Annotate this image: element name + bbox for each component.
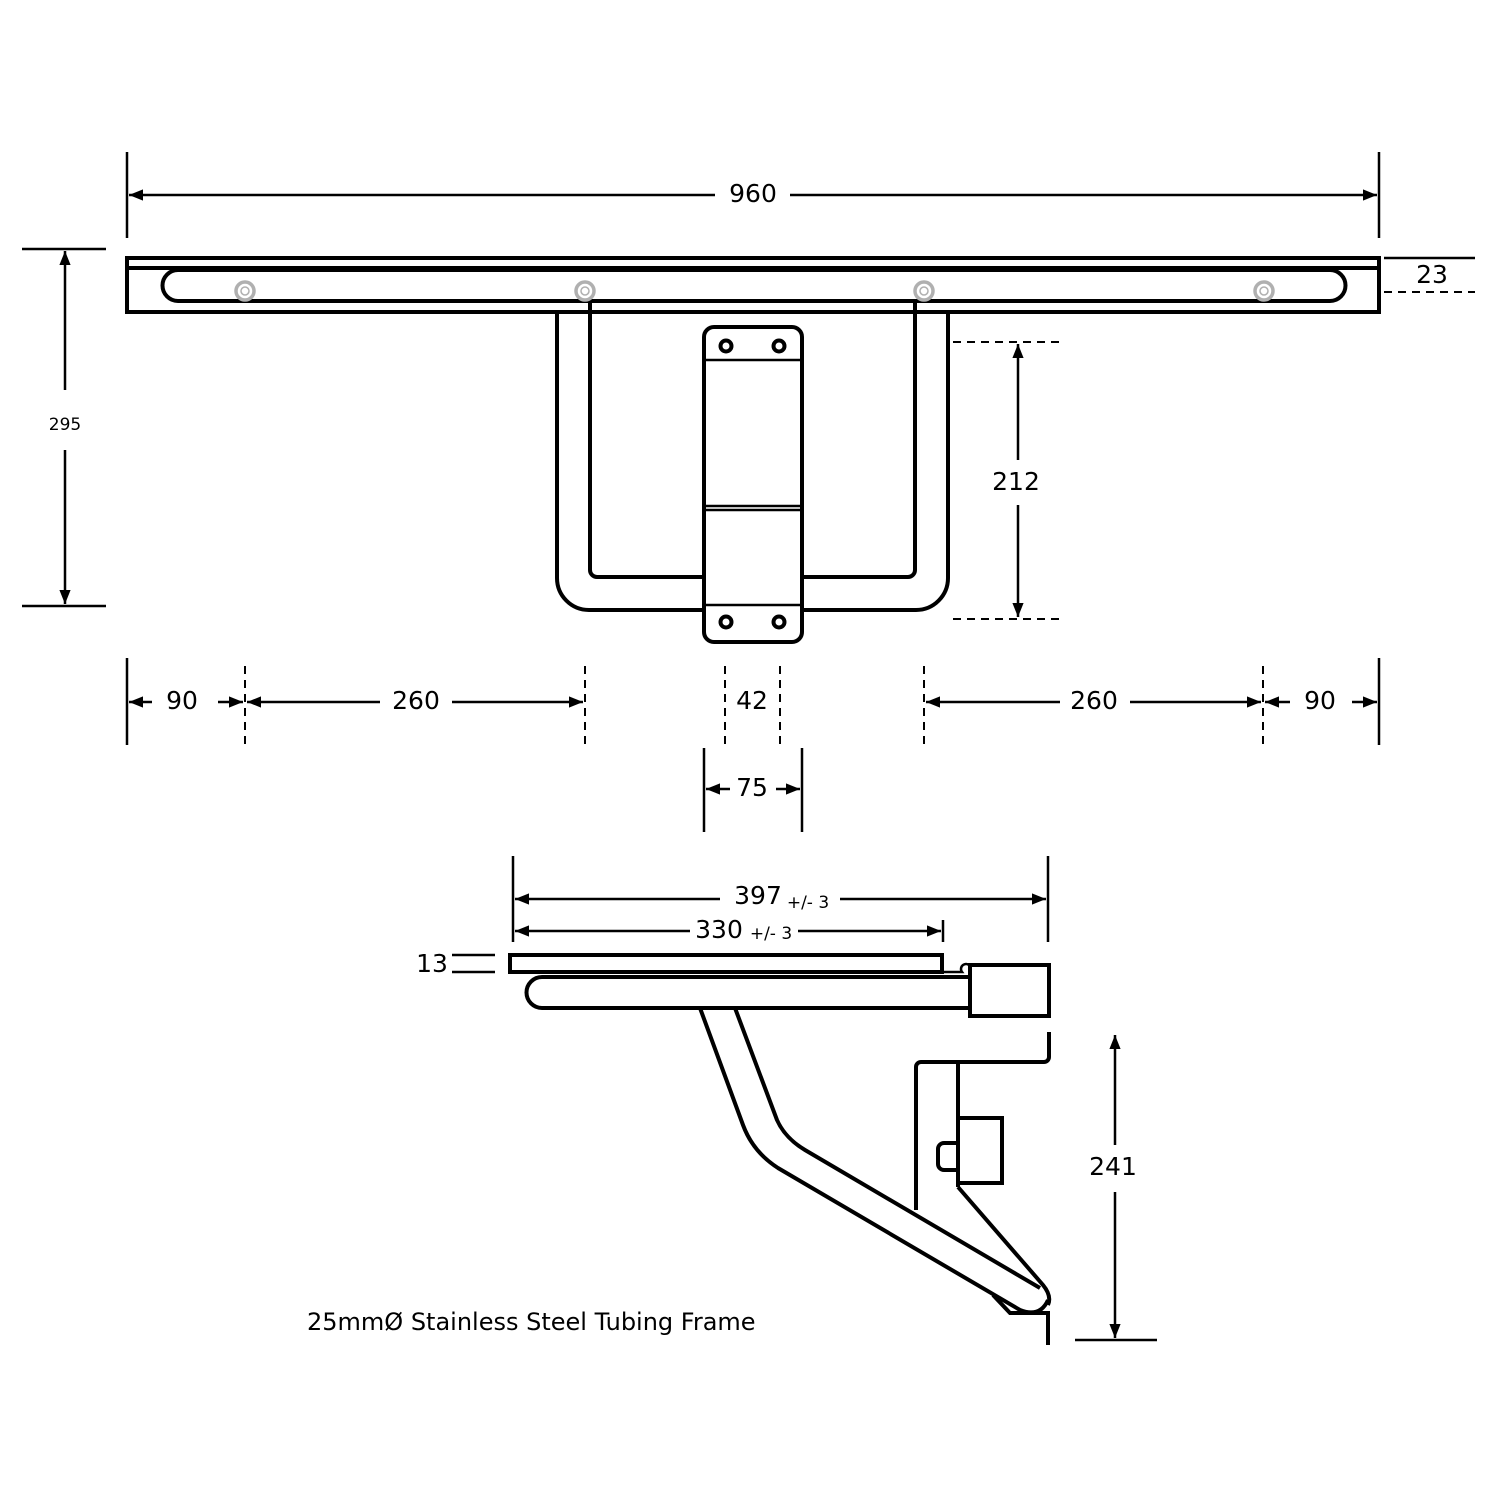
dim-edge-left: 90 [166, 686, 198, 715]
wall-line [991, 1293, 1050, 1345]
bracket-tab [936, 1141, 958, 1172]
hinge-block [968, 963, 1051, 1018]
dim-seat-inner-tolerance: +/- 3 [750, 924, 792, 944]
rail-slot [160, 268, 1348, 303]
tube-frame-outer [555, 312, 950, 612]
wall-bracket [914, 1032, 1051, 1210]
dim-seat-thickness: 13 [416, 949, 448, 978]
support-leg-inner [733, 1007, 1042, 1290]
seat-panel [508, 953, 944, 974]
dim-seat-length-tolerance: +/- 3 [787, 893, 829, 913]
dim-height: 241 [1089, 1152, 1137, 1181]
dim-seat-inner: 330 [695, 915, 743, 944]
wall-rail [125, 256, 1381, 314]
dim-seat-length: 397 [734, 881, 782, 910]
top-view: 960 23 295 [22, 152, 1475, 832]
dim-hole-spacing: 42 [736, 686, 768, 715]
dim-overall-depth: 295 [49, 415, 81, 435]
side-view: 397 +/- 3 330 +/- 3 13 241 25mmØ Stainle… [307, 856, 1157, 1345]
dim-edge-right: 90 [1304, 686, 1336, 715]
bracket-diagonal [956, 1185, 1052, 1306]
dim-spacing-left: 260 [392, 686, 440, 715]
dim-spacing-right: 260 [1070, 686, 1118, 715]
hinge [942, 962, 971, 974]
bracket-block [956, 1116, 1004, 1185]
mounting-plate [702, 325, 804, 644]
seat-tube [524, 975, 970, 1010]
dim-frame-depth: 212 [992, 467, 1040, 496]
screw-icon [234, 280, 1275, 302]
dim-overall-width: 960 [729, 179, 777, 208]
tube-frame-inner [588, 302, 917, 579]
support-leg-outer [698, 1007, 1050, 1315]
caption: 25mmØ Stainless Steel Tubing Frame [307, 1308, 756, 1336]
dim-rail-depth: 23 [1416, 260, 1448, 289]
dim-plate-width: 75 [736, 773, 768, 802]
bolt-hole-icon [718, 338, 787, 630]
